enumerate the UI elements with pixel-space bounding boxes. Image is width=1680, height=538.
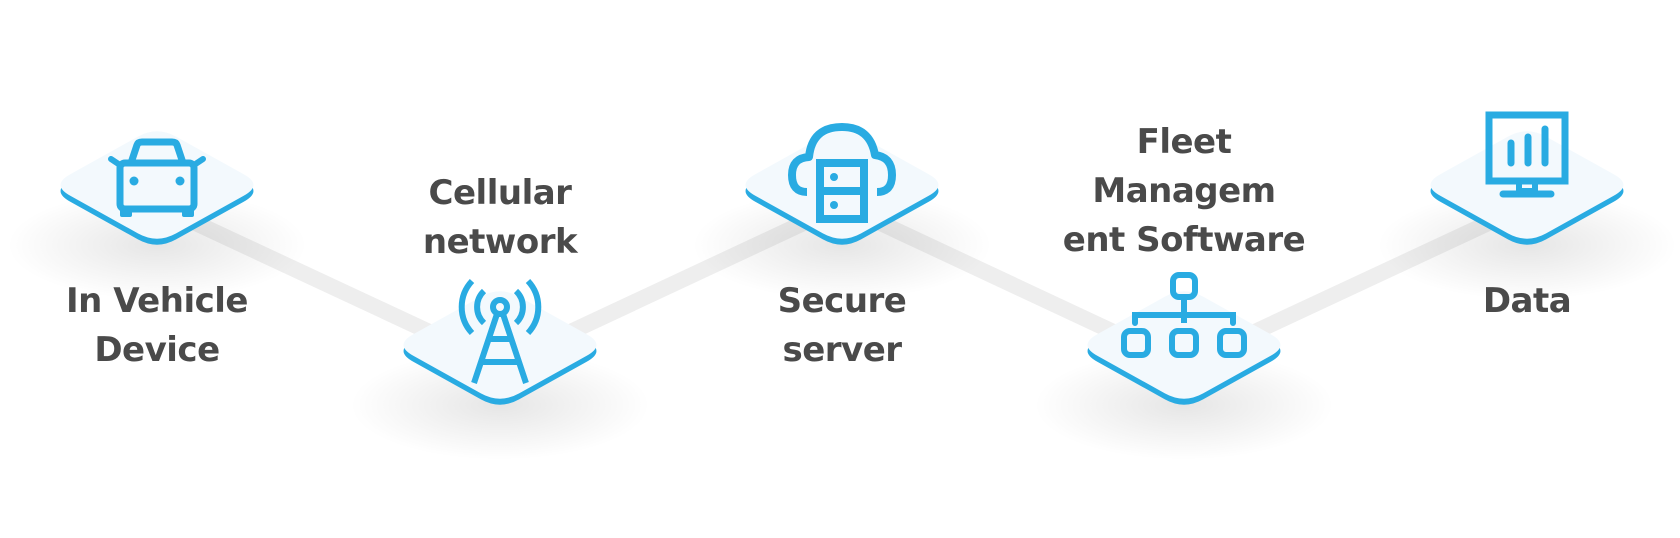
nodes <box>7 111 1677 460</box>
tile-top <box>403 291 597 399</box>
tile-shadow <box>692 190 992 300</box>
tile-shadow <box>1034 350 1334 460</box>
tile-shadow <box>1377 190 1677 300</box>
label-fleet-management-software: Fleet Managem ent Software <box>1062 122 1306 260</box>
node-fleet-management-software <box>1034 272 1334 460</box>
label-in-vehicle-device: In Vehicle Device <box>66 281 248 370</box>
node-secure-server <box>692 123 992 300</box>
cloud-server-icon <box>788 123 896 223</box>
monitor-chart-icon <box>1485 111 1569 198</box>
tile-shadow <box>350 350 650 460</box>
node-in-vehicle-device <box>7 131 307 300</box>
cell-tower-icon <box>458 278 542 384</box>
tile-top <box>1430 131 1624 239</box>
label-secure-server: Secure server <box>777 281 907 370</box>
node-data <box>1377 111 1677 300</box>
label-cellular-network: Cellular network <box>422 173 578 262</box>
car-icon <box>108 138 206 217</box>
hierarchy-network-icon <box>1121 272 1247 358</box>
node-cellular-network <box>350 278 650 460</box>
label-data: Data <box>1482 281 1572 321</box>
tile-shadow <box>7 190 307 300</box>
